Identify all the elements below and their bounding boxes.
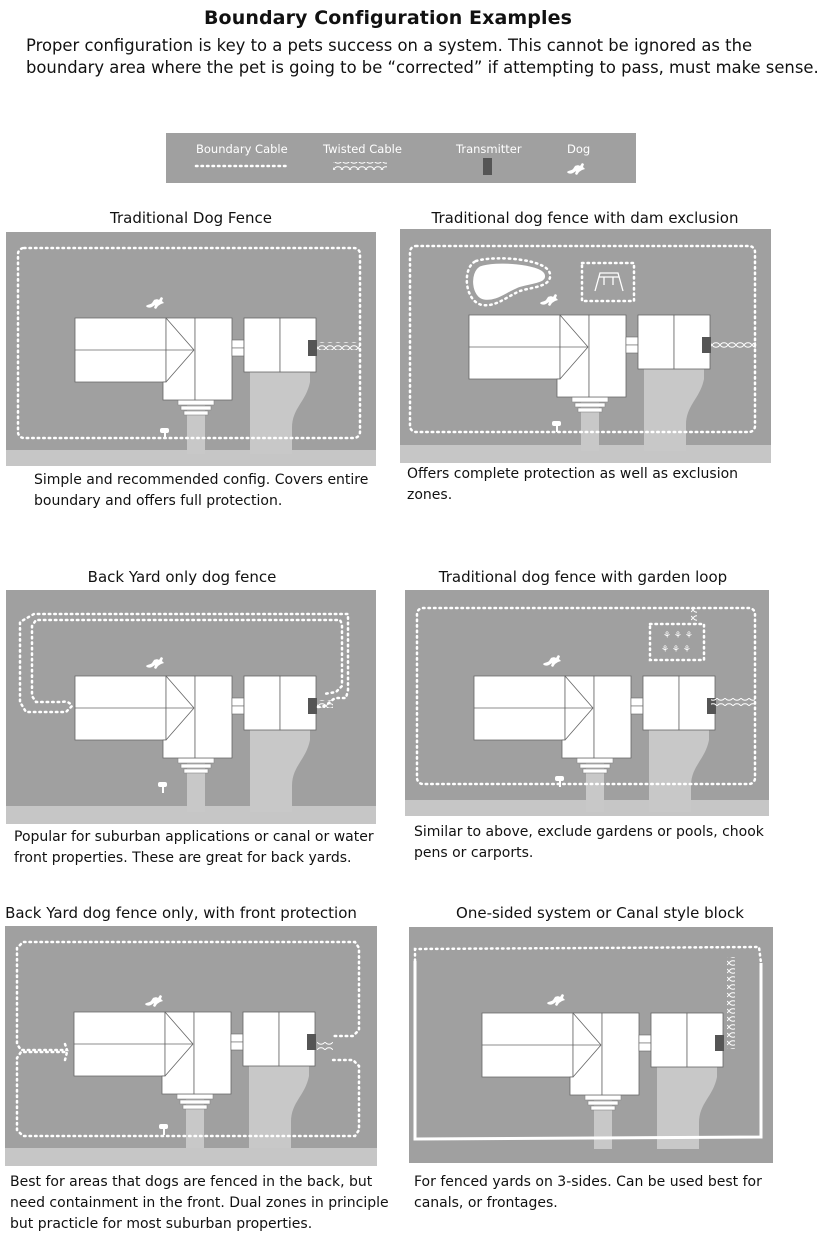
example-1-title: Traditional Dog Fence [110, 209, 272, 227]
example-3-title: Back Yard only dog fence [87, 568, 277, 586]
legend-transmitter-symbol [483, 158, 492, 175]
twisted-cable [317, 342, 360, 350]
example-4-title: Traditional dog fence with garden loop [438, 568, 728, 586]
legend-dog-label: Dog [567, 142, 591, 156]
example-1-diagram [6, 232, 376, 466]
example-6-title: One-sided system or Canal style block [456, 904, 744, 922]
example-2-title: Traditional dog fence with dam exclusion [431, 209, 739, 227]
intro-text: Proper configuration is key to a pets su… [26, 36, 819, 77]
example-4-diagram: ⚘ ⚘ ⚘ ⚘ ⚘ ⚘ [405, 590, 769, 816]
legend-twisted-cable-symbol [333, 162, 387, 170]
example-3-diagram [6, 590, 376, 824]
example-6-diagram [409, 927, 773, 1163]
example-5-caption: Best for areas that dogs are fenced in t… [10, 1174, 389, 1232]
play-area-exclusion [580, 261, 636, 303]
example-6-caption: For fenced yards on 3-sides. Can be used… [414, 1174, 762, 1211]
legend-transmitter-label: Transmitter [456, 142, 522, 156]
legend-boundary-cable-label: Boundary Cable [196, 142, 288, 156]
boundary-cable [413, 945, 763, 965]
legend-twisted-cable-label: Twisted Cable [323, 142, 402, 156]
existing-fence [413, 961, 763, 1141]
example-2-caption: Offers complete protection as well as ex… [407, 466, 739, 503]
page-title: Boundary Configuration Examples [203, 7, 573, 29]
boundary-cable [18, 612, 350, 714]
garden-loop [648, 622, 706, 662]
legend-dog-symbol [567, 163, 585, 175]
example-5-diagram [5, 926, 377, 1166]
example-1-caption: Simple and recommended config. Covers en… [34, 472, 369, 509]
example-3-caption: Popular for suburban applications or can… [14, 829, 374, 866]
svg-text:⚘ ⚘ ⚘: ⚘ ⚘ ⚘ [663, 631, 693, 641]
svg-text:⚘ ⚘ ⚘: ⚘ ⚘ ⚘ [661, 645, 691, 655]
example-2-diagram [400, 229, 771, 463]
example-4-caption: Similar to above, exclude gardens or poo… [414, 824, 764, 861]
dam-exclusion [473, 263, 546, 300]
example-5-title: Back Yard dog fence only, with front pro… [5, 904, 357, 922]
legend: Boundary Cable Twisted Cable Transmitter… [166, 133, 636, 183]
